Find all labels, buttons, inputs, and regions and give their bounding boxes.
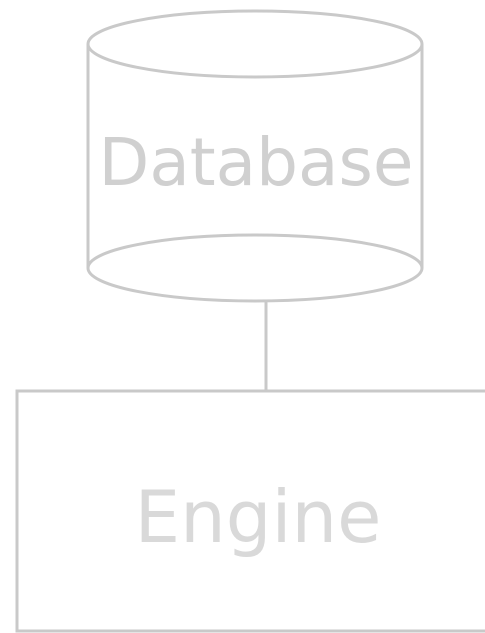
database-cylinder-top <box>86 9 424 79</box>
engine-node: Engine <box>15 389 485 633</box>
database-node: Database <box>86 9 424 303</box>
database-label: Database <box>99 124 414 201</box>
database-cylinder-inner-arc <box>86 233 424 269</box>
database-cylinder-body <box>86 44 424 303</box>
engine-box <box>15 389 485 633</box>
engine-label: Engine <box>135 475 382 559</box>
